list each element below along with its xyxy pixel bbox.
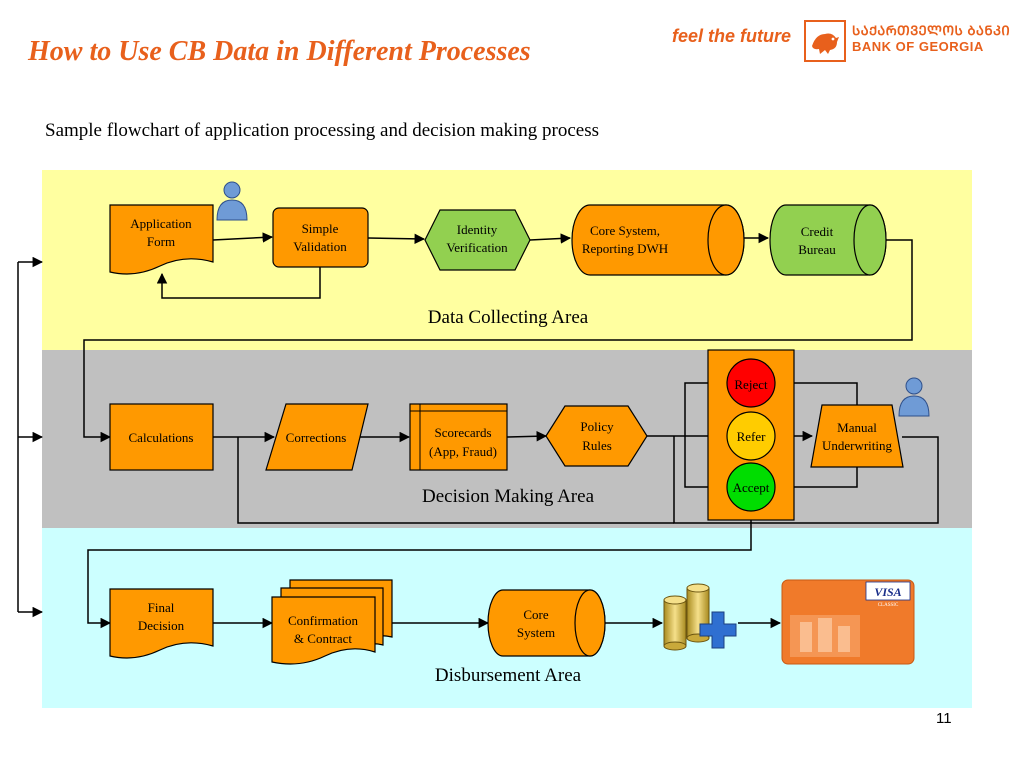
node-label: Manual (837, 420, 877, 435)
node-label: Corrections (286, 430, 347, 445)
node-scorecards: Scorecards (App, Fraud) (409, 403, 508, 471)
node-label: Core System, (590, 223, 660, 238)
node-label: Rules (582, 438, 612, 453)
plus-icon (699, 611, 737, 649)
node-label: System (517, 625, 555, 640)
credit-card-icon: VISA CLASSIC (781, 579, 915, 665)
node-label: Refer (737, 429, 767, 444)
node-core-system: Core System (487, 589, 606, 657)
node-label: Calculations (129, 430, 194, 445)
node-policy-rules: Policy Rules (545, 405, 648, 467)
node-application-form: Application Form (109, 204, 214, 275)
node-core-system-dwh: Core System, Reporting DWH (571, 204, 745, 276)
page-title: How to Use CB Data in Different Processe… (28, 36, 531, 67)
node-label: & Contract (294, 631, 353, 646)
node-credit-bureau: Credit Bureau (769, 204, 887, 276)
area-label-decision-making: Decision Making Area (422, 486, 595, 507)
node-label: Reporting DWH (582, 241, 668, 256)
node-label: Identity (457, 222, 498, 237)
person-icon (216, 181, 248, 221)
bank-name-georgian: ᲡᲐᲥᲐᲠᲗᲕᲔᲚᲝᲡ ᲑᲐᲜᲙᲘ (852, 23, 1011, 38)
light-accept: Accept (726, 462, 776, 512)
person-icon (898, 377, 930, 417)
node-calculations: Calculations (109, 403, 214, 471)
coins-icon (663, 583, 710, 651)
traffic-light: Reject Refer Accept (707, 349, 795, 521)
node-manual-underwriting: Manual Underwriting (810, 404, 904, 468)
area-label-disbursement: Disbursement Area (435, 665, 582, 686)
subtitle: Sample flowchart of application processi… (45, 120, 600, 141)
node-label: Confirmation (288, 613, 359, 628)
entry-arrows (17, 256, 44, 618)
slogan: feel the future (672, 26, 792, 46)
area-label-data-collecting: Data Collecting Area (428, 307, 589, 328)
node-label: (App, Fraud) (429, 444, 497, 459)
node-label: Reject (734, 377, 768, 392)
node-label: Underwriting (822, 438, 893, 453)
node-label: Form (147, 234, 175, 249)
light-refer: Refer (726, 411, 776, 461)
node-label: Bureau (798, 242, 836, 257)
node-label: Core (523, 607, 549, 622)
node-confirmation-contract: Confirmation & Contract (271, 579, 393, 665)
page-number: 11 (936, 710, 952, 727)
node-label: Simple (302, 221, 339, 236)
node-simple-validation: Simple Validation (272, 207, 369, 268)
node-final-decision: Final Decision (109, 588, 214, 659)
card-tier: CLASSIC (878, 603, 899, 608)
node-label: Policy (580, 419, 614, 434)
bank-name: BANK OF GEORGIA (852, 39, 984, 54)
node-label: Verification (446, 240, 508, 255)
node-label: Decision (138, 618, 185, 633)
node-label: Final (148, 600, 175, 615)
node-label: Application (130, 216, 192, 231)
node-identity-verification: Identity Verification (424, 209, 531, 271)
node-corrections: Corrections (265, 403, 369, 471)
light-reject: Reject (726, 358, 776, 408)
lion-logo-icon (804, 20, 846, 62)
node-label: Scorecards (434, 425, 491, 440)
node-label: Credit (801, 224, 834, 239)
node-label: Accept (733, 480, 770, 495)
card-brand: VISA (874, 585, 901, 599)
node-label: Validation (293, 239, 347, 254)
